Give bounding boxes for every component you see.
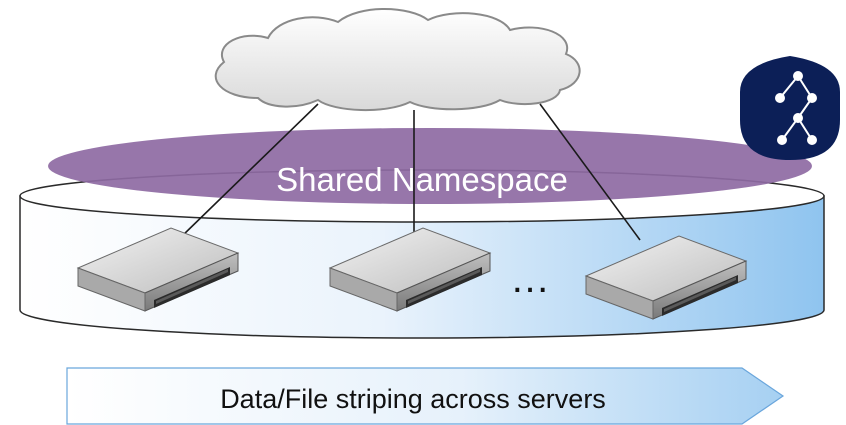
shared-namespace-disc xyxy=(48,128,812,204)
connector-lines xyxy=(179,103,641,241)
tree-hierarchy-icon xyxy=(775,71,817,145)
striping-arrow-banner: Data/File striping across servers xyxy=(66,367,785,425)
cloud-icon xyxy=(214,8,581,111)
shared-namespace-label: Shared Namespace xyxy=(276,161,568,198)
connector-line-1 xyxy=(179,103,319,239)
connector-line-3 xyxy=(539,103,641,241)
namespace-badge xyxy=(740,56,840,160)
striping-label: Data/File striping across servers xyxy=(220,384,606,414)
more-servers-ellipsis: … xyxy=(510,257,550,301)
